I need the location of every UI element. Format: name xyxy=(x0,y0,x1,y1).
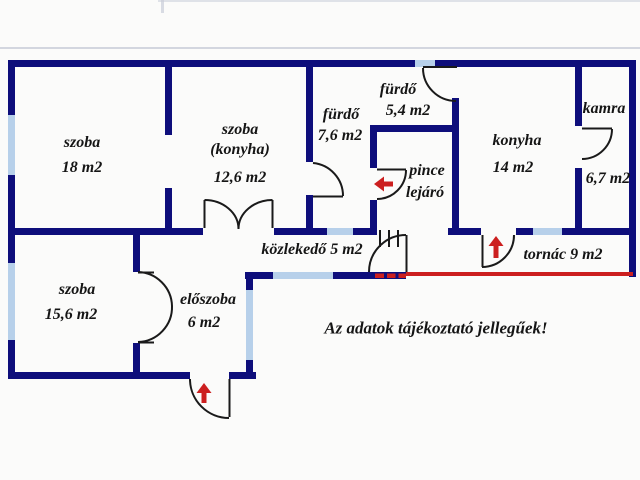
red-step-dash xyxy=(375,273,384,278)
room-label-konyha: konyha xyxy=(492,132,542,149)
room-label-kamra: kamra xyxy=(582,100,626,117)
room-area-furdo76: 7,6 m2 xyxy=(317,127,363,144)
room-area-konyha: 14 m2 xyxy=(492,159,534,176)
disclaimer-note: Az adatok tájékoztató jellegűek! xyxy=(324,318,548,338)
red-step-dash xyxy=(398,273,406,278)
red-open-edge-line xyxy=(406,272,633,276)
window-szoba18-west xyxy=(8,115,15,175)
room-label-pince: pince xyxy=(409,162,445,179)
room-area-szoba18: 18 m2 xyxy=(61,159,103,176)
door-tornac xyxy=(481,234,515,268)
room-area-kamra: 6,7 m2 xyxy=(585,170,631,187)
walls xyxy=(8,60,636,379)
room-label-pince-2: lejáró xyxy=(405,184,445,201)
door-furdo76 xyxy=(312,162,345,198)
double-door-eloszoba xyxy=(137,271,174,344)
direction-arrows xyxy=(196,176,504,403)
windows xyxy=(8,60,562,360)
room-area-eloszoba: 6 m2 xyxy=(187,314,221,331)
door-pince xyxy=(376,168,407,200)
door-furdo54 xyxy=(422,66,457,102)
window-szoba156-west xyxy=(8,263,15,340)
room-label-furdo54: fürdő xyxy=(379,81,417,98)
room-area-szoba156: 15,6 m2 xyxy=(44,306,98,323)
room-label-szoba18: szoba xyxy=(63,134,101,151)
double-door-szoba-konyha xyxy=(203,199,274,230)
room-label-szoba-konyha-2: (konyha) xyxy=(210,141,270,158)
red-step-dash xyxy=(387,273,396,278)
room-label-kozlekedo: közlekedő 5 m2 xyxy=(261,241,363,258)
up-arrow-icon xyxy=(196,383,212,403)
left-arrow-icon xyxy=(374,176,393,192)
room-area-furdo54: 5,4 m2 xyxy=(385,102,431,119)
room-label-tornac: tornác 9 m2 xyxy=(523,246,603,263)
door-kamra xyxy=(581,127,613,160)
window-konyha-south xyxy=(533,228,562,235)
window-corridor-south xyxy=(273,272,333,279)
scan-artifact-lines xyxy=(0,0,640,49)
door-main-entrance xyxy=(189,378,231,419)
room-label-szoba156: szoba xyxy=(58,281,96,298)
room-area-szoba-konyha: 12,6 m2 xyxy=(213,169,267,186)
window-corridor-north xyxy=(327,228,353,235)
up-arrow-icon xyxy=(488,236,504,258)
window-eloszoba-east xyxy=(246,290,253,360)
doors xyxy=(137,66,613,419)
window-top-wall xyxy=(415,60,435,67)
room-label-szoba-konyha: szoba xyxy=(221,121,259,138)
stair-step-marks xyxy=(379,230,399,247)
room-label-furdo76: fürdő xyxy=(322,106,360,123)
porch-open-edge xyxy=(374,272,633,279)
room-label-eloszoba: előszoba xyxy=(180,291,236,308)
